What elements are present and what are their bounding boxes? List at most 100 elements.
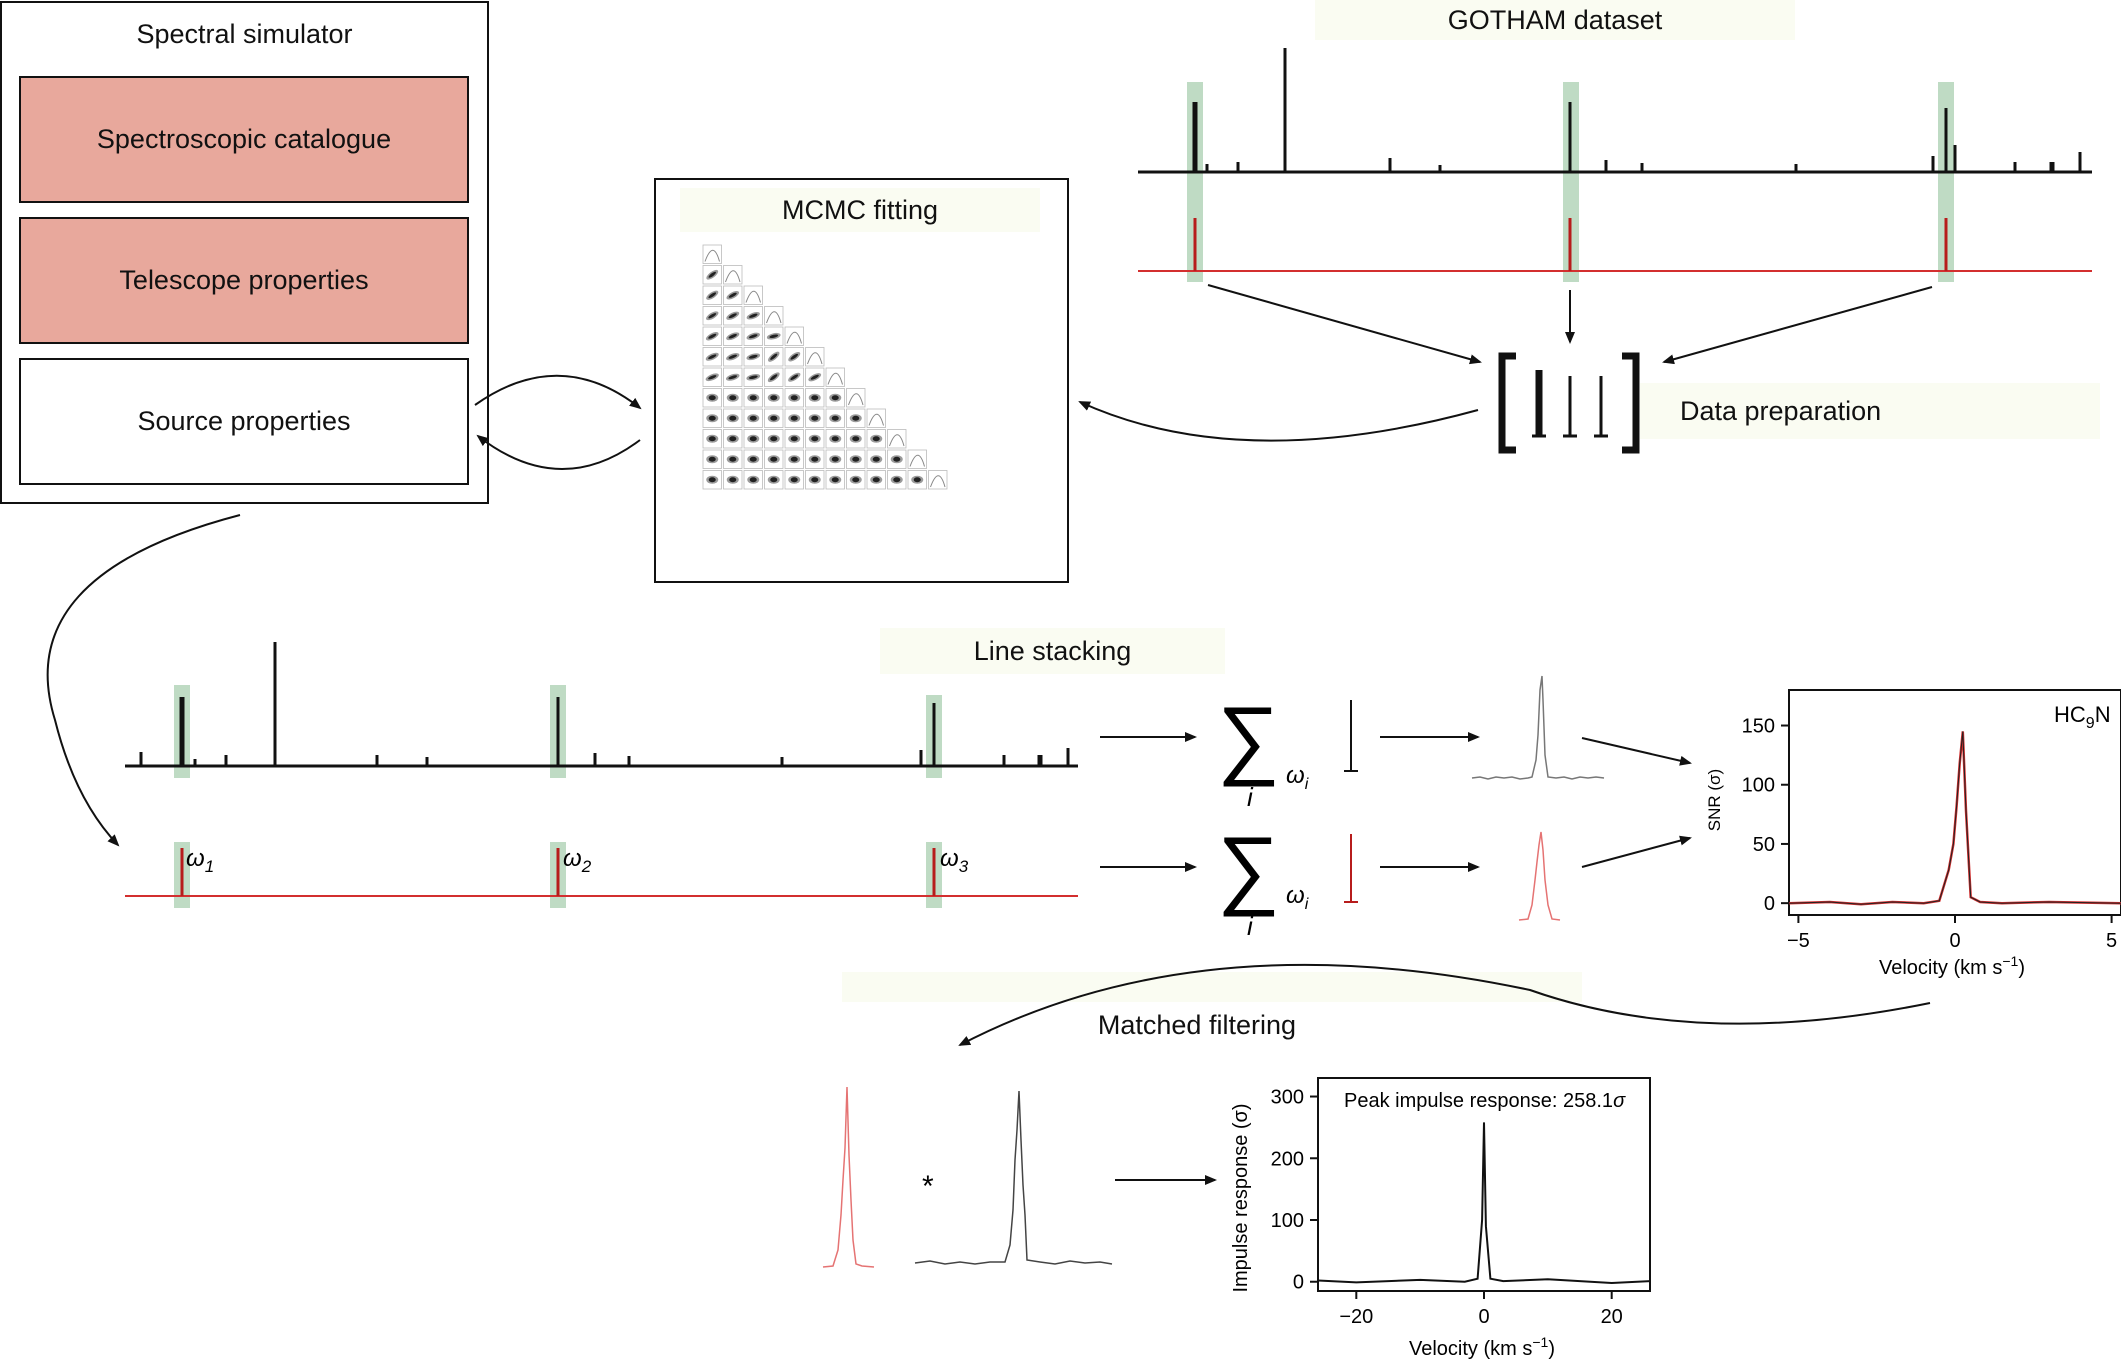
svg-text:i: i [1247,782,1254,812]
x-tick-label: 0 [1949,930,1960,952]
corner-cell [805,367,825,387]
corner-cell [764,326,784,346]
svg-text:ωi: ωi [1286,882,1309,913]
y-tick-label: 100 [1271,1210,1304,1232]
corner-cell [743,449,763,469]
corner-cell [743,347,763,367]
corner-cell [702,244,722,264]
corner-cell [805,347,825,367]
corner-cell [702,326,722,346]
corner-cell [805,449,825,469]
corner-cell [846,388,866,408]
convolution-symbol: * [922,1170,934,1203]
corner-cell [764,449,784,469]
corner-cell [825,367,845,387]
chart-series-overlay [1788,731,2121,905]
corner-cell [928,470,948,490]
corner-cell [887,470,907,490]
arrow-gotham-3-to-prep [1662,286,1933,365]
corner-cell [743,429,763,449]
corner-cell [846,408,866,428]
corner-cell [784,347,804,367]
corner-cell [702,347,722,367]
stacking-spectrum: ω1 ω2 ω3 [125,642,1078,908]
x-tick-label: −20 [1339,1306,1373,1328]
corner-cell [825,470,845,490]
corner-cell [723,367,743,387]
arrow-snr-to-filtering [958,963,1931,1046]
impulse-xlabel: Velocity (km s−1) [1409,1334,1555,1360]
snr-xlabel: Velocity (km s−1) [1879,953,2025,979]
y-tick-label: 200 [1271,1148,1304,1170]
corner-cell [723,347,743,367]
gotham-highlight-1 [1187,82,1203,282]
chart-series-line [1317,1122,1651,1285]
corner-cell [846,429,866,449]
gotham-title-text: GOTHAM dataset [1447,4,1663,35]
telescope-properties-box: Telescope properties [19,217,469,344]
corner-cell [764,408,784,428]
weight-label-3: ω3 [940,845,969,876]
telescope-properties-label: Telescope properties [119,265,369,295]
source-properties-box: Source properties [19,358,469,485]
corner-cell [866,429,886,449]
line-stacking-title-text: Line stacking [973,635,1132,666]
corner-cell [887,429,907,449]
matched-filtering-title-text: Matched filtering [1097,1009,1296,1040]
svg-text:∑: ∑ [1217,688,1280,787]
corner-cell [805,470,825,490]
corner-cell [702,367,722,387]
corner-cell [784,367,804,387]
corner-cell [764,367,784,387]
corner-cell [764,306,784,326]
corner-cell [702,265,722,285]
corner-cell [784,326,804,346]
corner-cell [702,470,722,490]
corner-cell [743,367,763,387]
filter-observed-spectrum [914,1090,1113,1265]
gotham-highlight-3 [1938,82,1954,282]
snr-chart-frame [1788,689,2121,916]
y-tick-label: 50 [1753,834,1775,856]
y-tick-label: 100 [1742,775,1775,797]
mcmc-title: MCMC fitting [680,188,1040,232]
corner-cell [805,388,825,408]
corner-cell [702,388,722,408]
arrow-gotham-1-to-prep [1207,284,1482,365]
corner-cell [723,388,743,408]
model-peaks [180,848,936,896]
line-stacking-title: Line stacking [880,628,1225,674]
corner-cell [723,408,743,428]
gotham-highlight-2 [1563,82,1579,282]
corner-cell [825,408,845,428]
arrow-simulator-to-stacking [46,514,241,847]
corner-cell [702,449,722,469]
stack-vector-bottom [1344,834,1358,903]
corner-cell [743,470,763,490]
gotham-model-peaks [1193,218,1948,271]
spectroscopic-catalogue-label: Spectroscopic catalogue [96,124,392,154]
data-preparation-text: Data preparation [1680,395,1882,426]
snr-chart: HC9N SNR (σ) Velocity (km s−1) 150100500… [1705,689,2121,979]
corner-cell [784,408,804,428]
y-tick-label: 300 [1271,1087,1304,1109]
svg-text:∑: ∑ [1217,818,1280,917]
snr-ylabel: SNR (σ) [1705,769,1724,831]
matched-filtering-title: Matched filtering [842,972,1582,1042]
corner-cell [805,408,825,428]
corner-cell [846,449,866,469]
gotham-peaks [1192,48,2082,172]
corner-cell [825,429,845,449]
corner-cell [702,408,722,428]
corner-cell [887,449,907,469]
mcmc-corner-plot [702,244,948,490]
impulse-chart: Peak impulse response: 258.1σ Impulse re… [1230,1077,1651,1360]
corner-cell [743,306,763,326]
stacking-peaks [139,642,1070,766]
corner-cell [702,429,722,449]
corner-cell [743,388,763,408]
weighted-sum-bottom: ∑ ωi i [1217,818,1309,941]
svg-text:ωi: ωi [1286,762,1309,793]
corner-cell [907,449,927,469]
